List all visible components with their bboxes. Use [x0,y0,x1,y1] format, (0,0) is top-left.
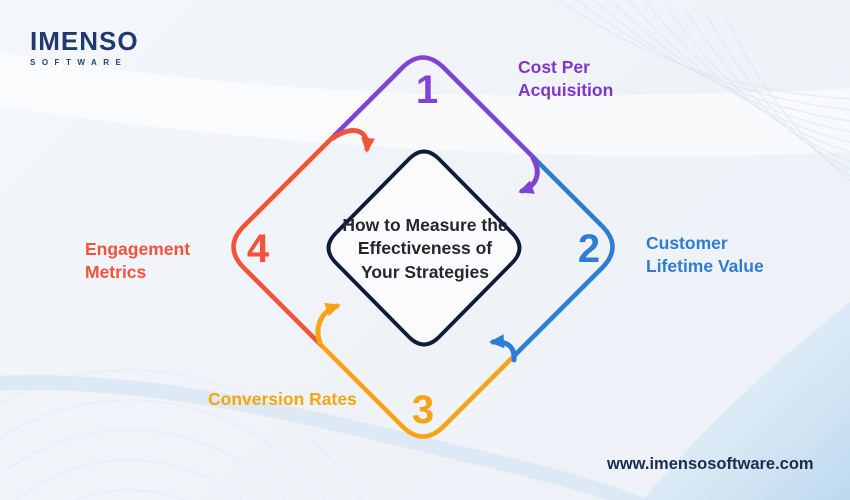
step-1-number: 1 [415,68,439,112]
ripple-arcs-decor [0,369,362,500]
website-link[interactable]: www.imensosoftware.com [607,455,814,473]
step-2-number: 2 [577,227,601,271]
flow-arrow-4-to-1-icon [330,128,376,153]
brand-name: IMENSO [30,26,139,56]
segment-1-arc [330,55,536,160]
segment-3-arc [317,341,516,439]
step-3-number: 3 [411,388,435,432]
step-4-number: 4 [246,227,270,271]
contour-lines-decor [558,0,850,182]
page-title: How to Measure the Effectiveness of Your… [334,214,516,284]
top-wave-decor [0,51,850,156]
segment-4-arc [231,134,336,347]
corner-gradient-decor [643,302,850,500]
step-3-label: Conversion Rates [208,389,357,409]
step-4-label: Engagement Metrics [85,239,191,283]
title-line-1: How to Measure the [342,215,508,235]
center-diamond [326,149,522,347]
step-2-label: Customer Lifetime Value [646,233,764,277]
bottom-wave-decor [0,375,652,500]
brand-logo: IMENSO SOFTWARE [30,28,139,67]
step-1-label: Cost Per Acquisition [518,57,614,101]
flow-arrow-3-to-4-icon [315,302,341,346]
segment-2-arc [510,154,615,360]
flow-arrow-2-to-3-icon [489,334,517,363]
title-line-2: Effectiveness of [357,238,493,259]
brand-tagline: SOFTWARE [30,58,128,67]
flow-arrow-1-to-2-icon [518,155,540,194]
title-line-3: Your Strategies [360,261,490,282]
